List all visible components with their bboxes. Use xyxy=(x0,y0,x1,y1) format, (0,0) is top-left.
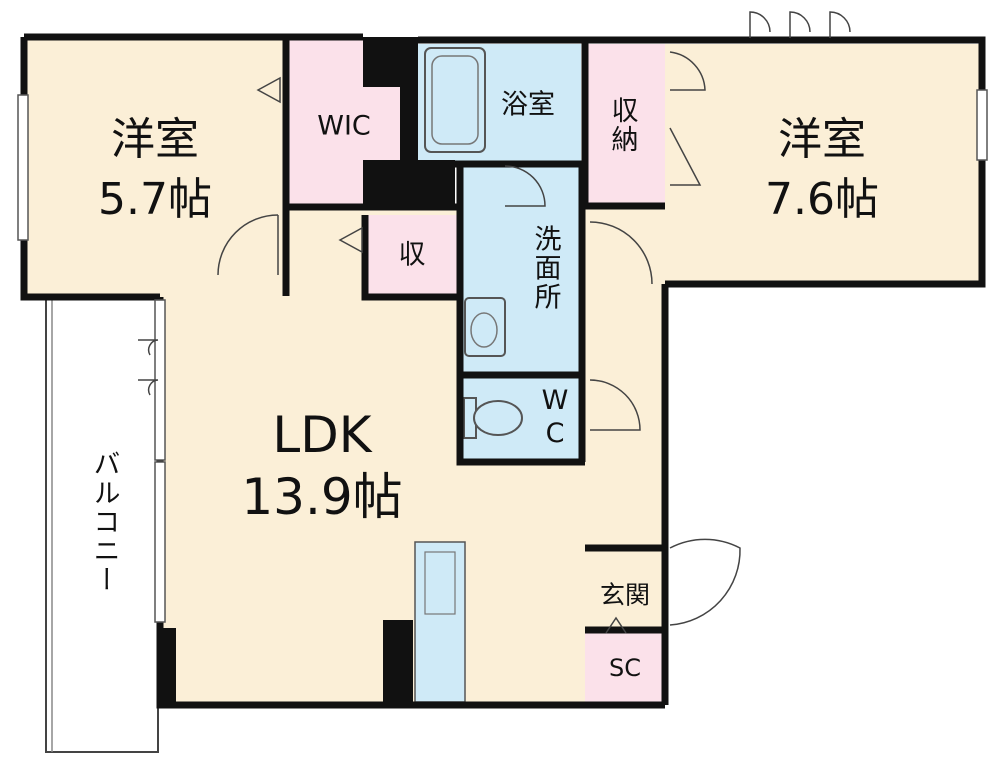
western-room-right xyxy=(665,44,982,284)
storage-small-label: 収 xyxy=(398,239,426,271)
western-room-left-name: 洋室 xyxy=(111,114,199,165)
wc-label: WC xyxy=(539,385,571,451)
ldk-name: LDK xyxy=(272,406,372,464)
balcony-label: バルコニー xyxy=(88,449,120,595)
hall-area xyxy=(585,206,665,546)
western-room-right-name: 洋室 xyxy=(778,114,866,165)
western-room-left-size: 5.7帖 xyxy=(98,174,212,225)
entrance-label: 玄関 xyxy=(599,580,651,610)
bathtub-icon xyxy=(424,47,486,153)
balcony-area xyxy=(45,296,159,753)
toilet-icon xyxy=(463,397,523,439)
entrance-area xyxy=(585,548,665,630)
washroom-label: 洗面所 xyxy=(529,224,561,312)
western-room-right-size: 7.6帖 xyxy=(765,174,879,225)
wic-label: WIC xyxy=(317,110,371,142)
storage-small-room xyxy=(365,215,460,295)
kitchen-counter xyxy=(414,541,466,703)
sc-label: SC xyxy=(609,654,641,682)
storage-right-label: 収納 xyxy=(606,96,638,154)
sc-room xyxy=(585,632,665,704)
ldk-size: 13.9帖 xyxy=(241,468,403,526)
storage-right-room xyxy=(585,44,665,206)
bath-label: 浴室 xyxy=(501,89,555,121)
